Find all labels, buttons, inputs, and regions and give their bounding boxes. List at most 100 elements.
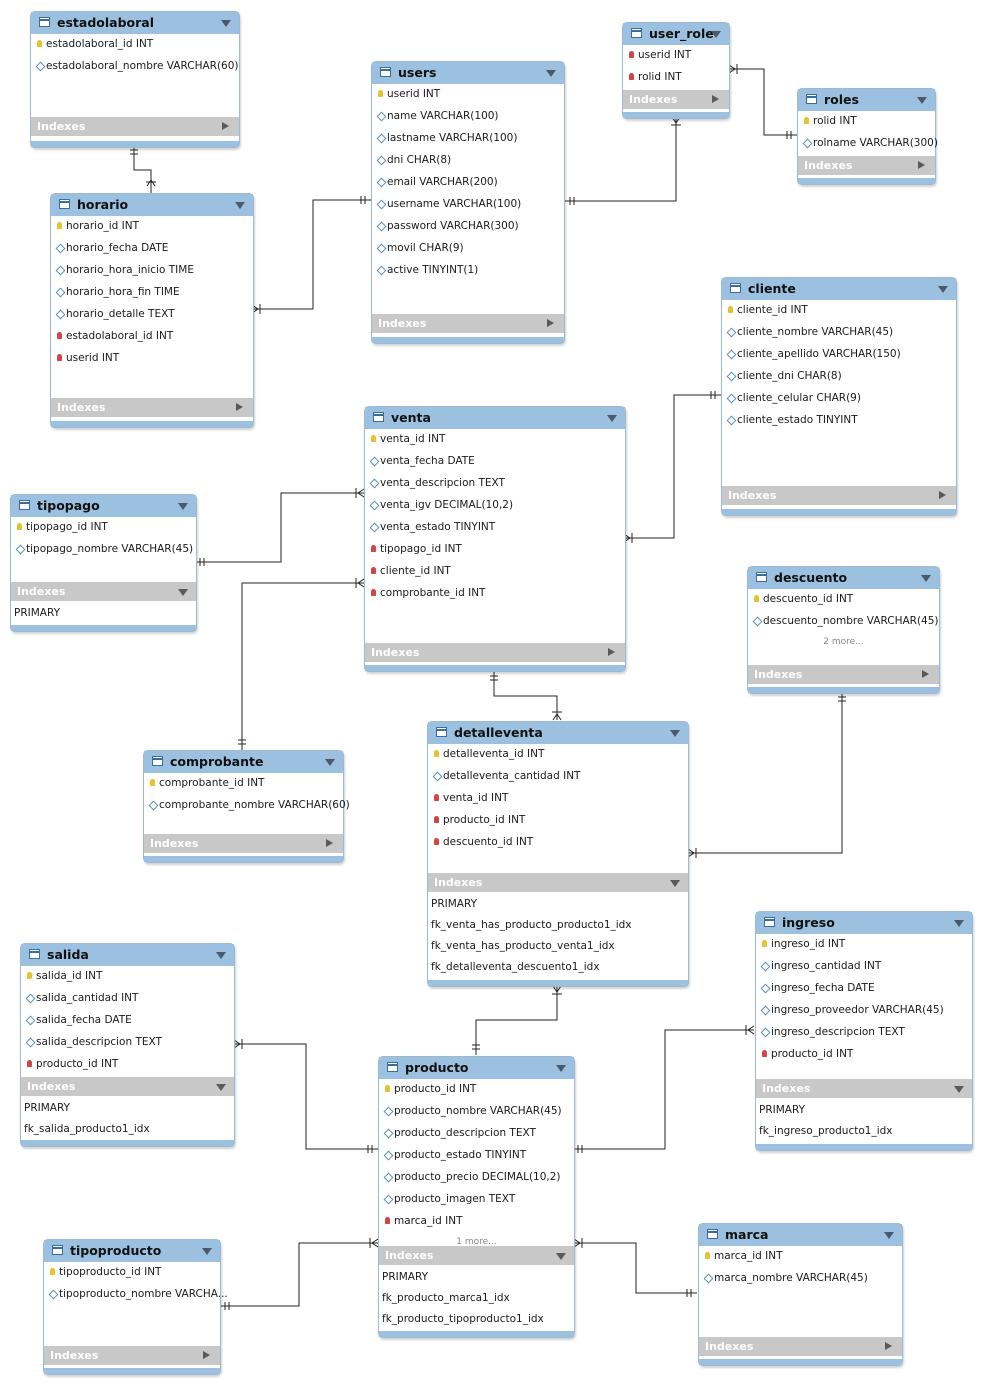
chevron-right-icon[interactable] [222, 122, 229, 130]
table-header[interactable]: tipopago [11, 495, 196, 517]
chevron-down-icon[interactable] [711, 31, 721, 38]
column-row[interactable]: comprobante_id INT [365, 583, 625, 605]
chevron-down-icon[interactable] [325, 759, 335, 766]
chevron-right-icon[interactable] [608, 648, 615, 656]
column-row[interactable]: horario_hora_fin TIME [51, 282, 253, 304]
table-header[interactable]: estadolaboral [31, 12, 239, 34]
column-row[interactable]: cliente_celular CHAR(9) [722, 388, 956, 410]
column-row[interactable]: descuento_id INT [748, 589, 939, 611]
column-row[interactable]: salida_cantidad INT [21, 988, 234, 1010]
column-row[interactable]: horario_id INT [51, 216, 253, 238]
chevron-right-icon[interactable] [712, 95, 719, 103]
indexes-bar[interactable]: Indexes [756, 1079, 972, 1098]
more-columns-label[interactable]: 2 more... [823, 637, 864, 647]
chevron-down-icon[interactable] [216, 1084, 226, 1091]
chevron-down-icon[interactable] [221, 20, 231, 27]
index-row[interactable]: PRIMARY [11, 603, 196, 624]
column-row[interactable]: comprobante_nombre VARCHAR(60) [144, 795, 350, 817]
column-row[interactable]: name VARCHAR(100) [372, 106, 564, 128]
index-row[interactable]: PRIMARY [21, 1098, 234, 1119]
column-row[interactable]: producto_id INT [21, 1054, 234, 1076]
chevron-right-icon[interactable] [922, 670, 929, 678]
chevron-down-icon[interactable] [556, 1253, 566, 1260]
column-row[interactable]: cliente_id INT [722, 300, 956, 322]
indexes-bar[interactable]: Indexes [365, 643, 625, 662]
column-row[interactable]: ingreso_fecha DATE [756, 978, 972, 1000]
chevron-down-icon[interactable] [921, 575, 931, 582]
table-header[interactable]: users [372, 62, 564, 84]
more-columns-label[interactable]: 1 more... [456, 1237, 497, 1247]
column-row[interactable]: email VARCHAR(200) [372, 172, 564, 194]
table-header[interactable]: marca [699, 1224, 902, 1246]
column-row[interactable]: descuento_nombre VARCHAR(45) [748, 611, 939, 633]
table-header[interactable]: horario [51, 194, 253, 216]
indexes-bar[interactable]: Indexes [379, 1246, 574, 1265]
column-row[interactable]: cliente_dni CHAR(8) [722, 366, 956, 388]
column-row[interactable]: producto_descripcion TEXT [379, 1123, 574, 1145]
column-row[interactable]: rolname VARCHAR(300) [798, 133, 938, 155]
indexes-bar[interactable]: Indexes [372, 314, 564, 333]
chevron-down-icon[interactable] [235, 202, 245, 209]
column-row[interactable]: active TINYINT(1) [372, 260, 564, 282]
chevron-down-icon[interactable] [178, 503, 188, 510]
index-row[interactable]: PRIMARY [428, 894, 688, 915]
column-row[interactable]: estadolaboral_nombre VARCHAR(60) [31, 56, 239, 78]
column-row[interactable]: detalleventa_id INT [428, 744, 688, 766]
chevron-right-icon[interactable] [326, 839, 333, 847]
column-row[interactable]: producto_imagen TEXT [379, 1189, 574, 1211]
chevron-right-icon[interactable] [236, 403, 243, 411]
column-row[interactable]: movil CHAR(9) [372, 238, 564, 260]
table-header[interactable]: cliente [722, 278, 956, 300]
table-header[interactable]: ingreso [756, 912, 972, 934]
index-row[interactable]: fk_ingreso_producto1_idx [756, 1121, 972, 1142]
column-row[interactable]: producto_id INT [379, 1079, 574, 1101]
indexes-bar[interactable]: Indexes [722, 486, 956, 505]
column-row[interactable]: venta_fecha DATE [365, 451, 625, 473]
column-row[interactable]: marca_id INT [379, 1211, 574, 1233]
indexes-bar[interactable]: Indexes [11, 582, 196, 601]
column-row[interactable]: comprobante_id INT [144, 773, 343, 795]
chevron-down-icon[interactable] [938, 286, 948, 293]
chevron-down-icon[interactable] [670, 730, 680, 737]
chevron-down-icon[interactable] [670, 880, 680, 887]
column-row[interactable]: tipopago_id INT [365, 539, 625, 561]
indexes-bar[interactable]: Indexes [144, 834, 343, 853]
chevron-down-icon[interactable] [917, 97, 927, 104]
column-row[interactable]: ingreso_proveedor VARCHAR(45) [756, 1000, 972, 1022]
column-row[interactable]: userid INT [623, 45, 729, 67]
column-row[interactable]: ingreso_cantidad INT [756, 956, 972, 978]
indexes-bar[interactable]: Indexes [21, 1077, 234, 1096]
index-row[interactable]: fk_venta_has_producto_producto1_idx [428, 915, 688, 936]
column-row[interactable]: venta_id INT [365, 429, 625, 451]
column-row[interactable]: lastname VARCHAR(100) [372, 128, 564, 150]
column-row[interactable]: venta_descripcion TEXT [365, 473, 625, 495]
indexes-bar[interactable]: Indexes [623, 90, 729, 109]
column-row[interactable]: salida_fecha DATE [21, 1010, 234, 1032]
table-header[interactable]: salida [21, 944, 234, 966]
chevron-down-icon[interactable] [884, 1232, 894, 1239]
column-row[interactable]: horario_hora_inicio TIME [51, 260, 253, 282]
column-row[interactable]: salida_descripcion TEXT [21, 1032, 234, 1054]
index-row[interactable]: fk_salida_producto1_idx [21, 1119, 234, 1140]
chevron-right-icon[interactable] [547, 319, 554, 327]
index-row[interactable]: fk_venta_has_producto_venta1_idx [428, 936, 688, 957]
chevron-down-icon[interactable] [607, 415, 617, 422]
column-row[interactable]: tipopago_nombre VARCHAR(45) [11, 539, 196, 561]
chevron-right-icon[interactable] [918, 161, 925, 169]
table-header[interactable]: user_role [623, 23, 729, 45]
column-row[interactable]: cliente_estado TINYINT [722, 410, 956, 432]
column-row[interactable]: marca_nombre VARCHAR(45) [699, 1268, 902, 1290]
column-row[interactable]: rolid INT [623, 67, 729, 89]
column-row[interactable]: ingreso_id INT [756, 934, 972, 956]
column-row[interactable]: horario_detalle TEXT [51, 304, 253, 326]
